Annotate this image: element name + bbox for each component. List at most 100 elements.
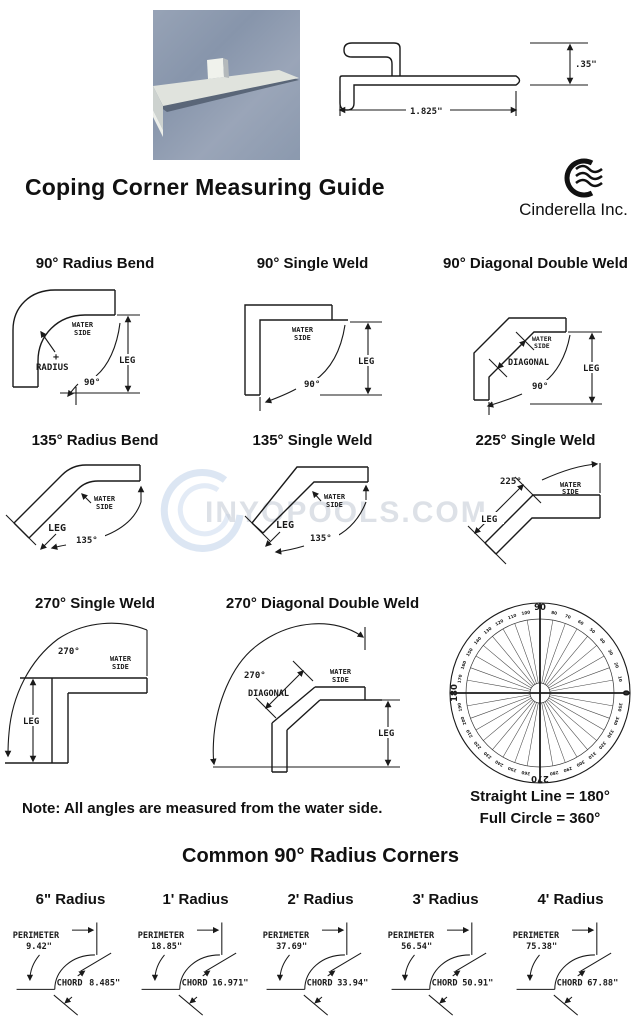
angle-label: 270° [58,647,80,657]
chord-tick-top [80,952,112,972]
protractor-degree-label: 130 [483,626,493,636]
band-outline [13,464,141,539]
perimeter-value: 9.42" [26,942,52,952]
protractor-degree-label: 330 [606,729,615,739]
protractor-degree-label: 150 [465,647,474,657]
leg-label: LEG [481,515,497,525]
water-side-label: WATER [72,321,94,329]
coping-profile-photo [153,10,300,160]
perimeter-value: 75.38" [526,942,557,952]
protractor-degree-label: 70 [564,613,571,620]
protractor-degree-label: 290 [563,766,573,774]
diagram-135-radius-bend: WATER SIDE LEG 135° [5,464,145,550]
svg-text:SIDE: SIDE [294,334,311,342]
protractor-degree-label: 250 [507,766,517,774]
protractor-degree-label: 140 [473,636,483,646]
angle-label: 90° [84,378,100,388]
protractor-degree-label: 190 [457,702,463,712]
diagram-270-diagonal-double-weld: 270° WATER SIDE DIAGONAL LEG [209,623,400,773]
cap-ext-tick [5,514,37,546]
protractor-degree-label: 170 [457,674,463,684]
svg-text:SIDE: SIDE [562,488,579,496]
protractor-degree-label: 110 [507,613,517,621]
leg-dim-arrow [474,484,524,534]
svg-text:SIDE: SIDE [96,503,113,511]
full-circle-note: Full Circle = 360° [479,810,601,827]
leg-label: LEG [583,364,599,374]
protractor-degree-label: 320 [598,740,608,750]
water-side-label: WATER [330,668,352,676]
diagram-225-single-weld: 225° WATER SIDE LEG [467,461,601,565]
chord-arrow-top [77,970,86,977]
leg-label: LEG [119,356,135,366]
chord-value: 50.91" [462,979,493,989]
band-outline [12,289,116,388]
radius-corner-diagram-4ft: PERIMETER 75.38" CHORD 67.88" [513,922,618,1016]
watermark-swirl [160,468,244,552]
perimeter-label: PERIMETER [13,931,60,941]
straight-line-note: Straight Line = 180° [470,788,610,805]
radius-corner-diagram-6in: PERIMETER 9.42" CHORD 8.485" [13,922,120,1016]
cinderella-logo-icon [564,158,603,198]
diagram-90-radius-bend: WATER SIDE + RADIUS 90° LEG [12,289,140,405]
brand-name: Cinderella Inc. [519,200,628,219]
angle-label: 90° [304,380,320,390]
water-leader-arrow [312,491,322,502]
radius-corner-title-6in: 6" Radius [35,891,106,908]
radius-corner-diagram-2ft: PERIMETER 37.69" CHORD 33.94" [263,922,368,1016]
chord-label: CHORD [432,979,458,989]
cross-section-drawing: .35" 1.825" [338,42,597,117]
diagram-title-135-radius-bend: 135° Radius Bend [31,432,159,449]
protractor-degree-label: 310 [587,751,597,761]
chord-label: CHORD [307,979,333,989]
perimeter-value: 37.69" [276,942,307,952]
water-leader-arrow [81,493,92,504]
chord-value: 16.971" [212,979,248,989]
svg-text:SIDE: SIDE [112,663,129,671]
svg-text:SIDE: SIDE [326,501,343,509]
protractor-degree-label: 280 [549,770,559,776]
protractor-degree-label: 260 [521,770,531,776]
protractor-degree-label: 10 [617,676,623,683]
water-side-label: WATER [560,481,582,489]
perimeter-label: PERIMETER [138,931,185,941]
diagram-title-225-single-weld: 225° Single Weld [475,432,596,449]
radius-arc [54,954,95,990]
note-text: Note: All angles are measured from the w… [22,800,383,817]
chord-value: 67.88" [587,979,618,989]
diagram-135-single-weld: WATER SIDE LEG 135° [244,466,370,555]
protractor-caption: Straight Line = 180° Full Circle = 360° [445,786,635,830]
section-heading: Common 90° Radius Corners [182,845,459,867]
perimeter-value: 56.54" [401,942,432,952]
water-side-label: WATER [324,493,346,501]
angle-arc [541,461,599,481]
diagram-title-90-radius-bend: 90° Radius Bend [35,255,155,272]
diagram-title-135-single-weld: 135° Single Weld [252,432,373,449]
protractor-degree-label: 40 [599,637,607,645]
angle-label: 90° [532,382,548,392]
radius-corner-title-1ft: 1' Radius [162,891,229,908]
water-side-label: WATER [94,495,116,503]
width-dim-label: 1.825" [410,107,443,117]
radius-corner-title-3ft: 3' Radius [412,891,479,908]
protractor-degree-label: 50 [589,627,597,635]
leg-label: LEG [378,729,394,739]
band-outline [5,677,148,764]
protractor-degree-label: 240 [494,759,504,768]
angle-label: 270° [244,671,266,681]
perimeter-label: PERIMETER [388,931,435,941]
leg-leader-arrow [40,533,57,550]
leg-label: LEG [48,523,66,534]
radius-leader-arrow [40,330,56,353]
protractor-degree-label: 20 [613,662,620,669]
angle-arc [95,322,121,377]
protractor-degree-label: 60 [577,619,585,626]
leg-label: LEG [358,357,374,367]
water-side-label: WATER [532,335,552,343]
leg-tick-bottom [467,525,507,565]
chord-label: CHORD [57,979,83,989]
diagram-270-single-weld: 270° WATER SIDE LEG [4,622,148,764]
diagram-90-single-weld: WATER SIDE 90° LEG [244,304,382,411]
angle-arc [313,324,346,382]
radius-corner-title-2ft: 2' Radius [287,891,354,908]
